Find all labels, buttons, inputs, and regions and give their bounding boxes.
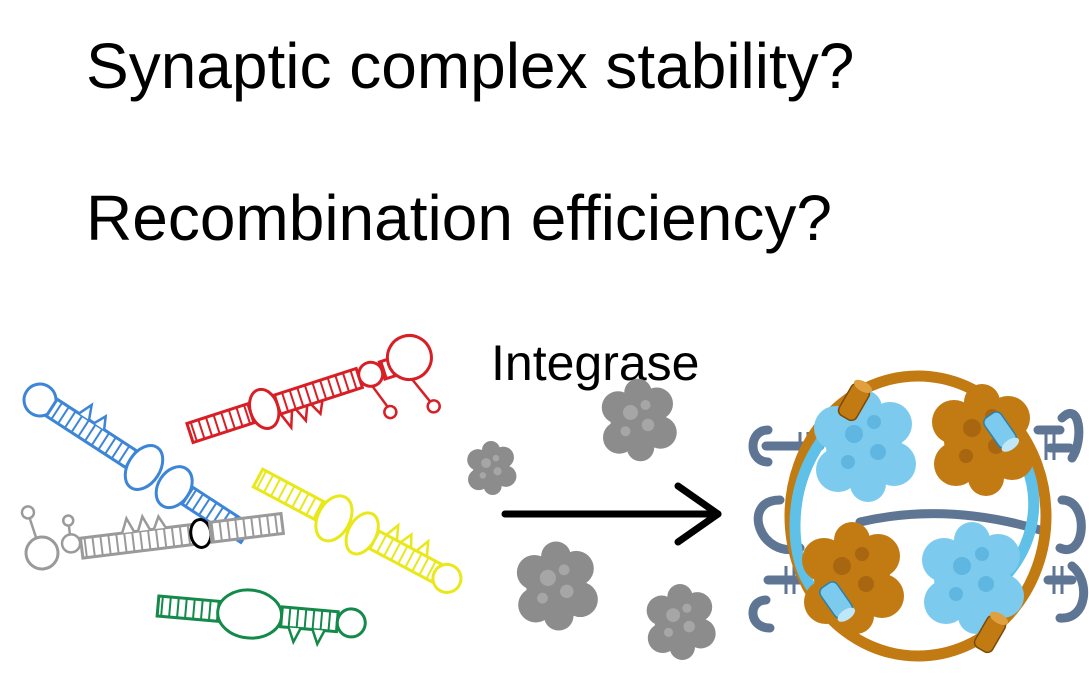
blue-rna-hairpin <box>22 382 254 545</box>
integrase-subunit-orange-2 <box>802 522 904 634</box>
right-arrow-icon <box>501 482 722 546</box>
helix-blue-bottom <box>819 581 856 622</box>
yellow-rna-hairpin <box>251 467 463 594</box>
helix-orange-bottom <box>973 611 1009 654</box>
free-integrase-3 <box>516 541 598 631</box>
dna-strands <box>748 409 1089 633</box>
integrase-subunit-blue-1 <box>814 390 916 502</box>
helix-orange-top <box>837 379 873 422</box>
free-integrase-4 <box>646 584 716 660</box>
helix-blue-top <box>983 411 1020 452</box>
question-recombination: Recombination efficiency? <box>86 182 832 254</box>
integrase-label: Integrase <box>491 335 700 391</box>
free-integrase-2 <box>467 440 517 496</box>
red-rna-hairpin <box>185 334 441 445</box>
green-rna-hairpin <box>155 588 367 648</box>
question-synaptic-complex: Synaptic complex stability? <box>86 30 855 102</box>
gray-rna-hairpin <box>20 505 286 571</box>
free-integrase-1 <box>601 378 677 462</box>
synaptic-complex <box>748 370 1089 662</box>
